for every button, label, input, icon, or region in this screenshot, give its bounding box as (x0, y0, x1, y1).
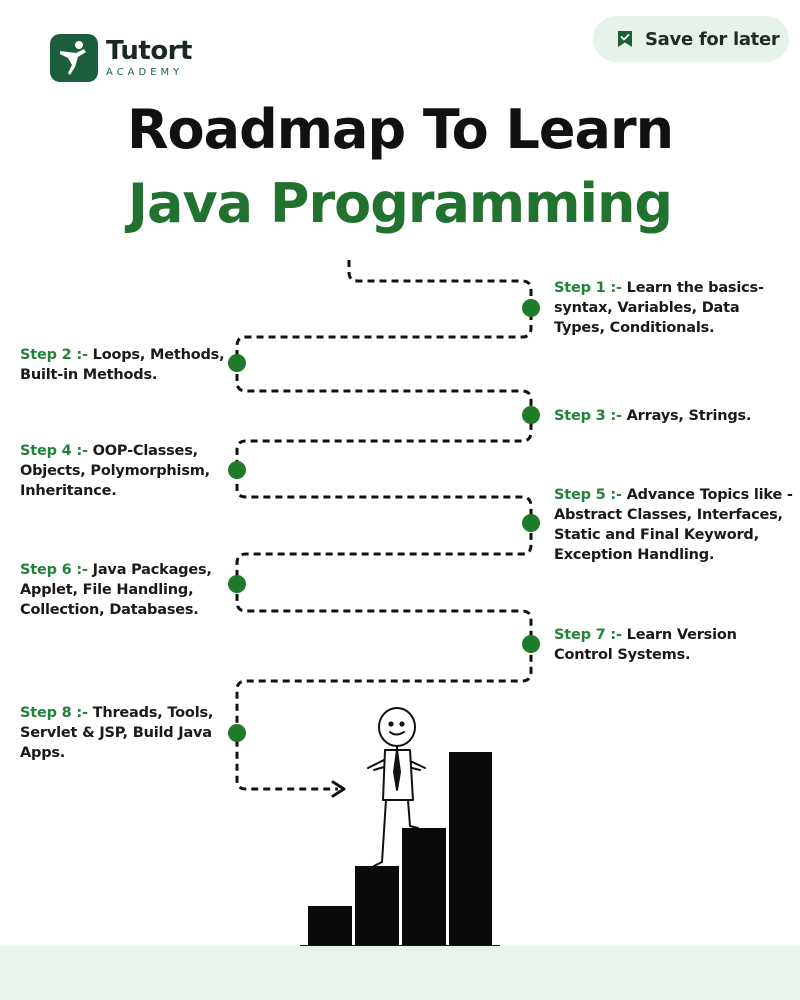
stick-figure-illustration (367, 707, 426, 867)
step-2: Step 2 :- Loops, Methods, Built-in Metho… (20, 345, 225, 385)
step-6-text: Java Packages, Applet, File Handling, Co… (20, 562, 212, 618)
step-1-label: Step 1 :- (554, 280, 622, 296)
step-3-label: Step 3 :- (554, 408, 622, 424)
step-1: Step 1 :- Learn the basics-syntax, Varia… (554, 278, 784, 338)
brand-logo: Tutort ACADEMY (50, 34, 192, 82)
bookmark-icon (618, 31, 632, 47)
step-3: Step 3 :- Arrays, Strings. (554, 406, 784, 426)
stair-bars (308, 752, 492, 946)
step-2-text: Loops, Methods, Built-in Methods. (20, 347, 225, 383)
step-4: Step 4 :- OOP-Classes, Objects, Polymorp… (20, 441, 228, 501)
step-2-dot (228, 354, 246, 372)
step-7-text: Learn Version Control Systems. (554, 627, 737, 663)
save-for-later-button[interactable]: Save for later (593, 16, 789, 62)
path-end-arrow-icon (331, 780, 346, 798)
step-5-text: Advance Topics like - Abstract Classes, … (554, 487, 793, 563)
step-6: Step 6 :- Java Packages, Applet, File Ha… (20, 560, 230, 620)
step-6-dot (228, 575, 246, 593)
step-8: Step 8 :- Threads, Tools, Servlet & JSP,… (20, 703, 225, 763)
step-markers (228, 299, 540, 742)
step-4-text: OOP-Classes, Objects, Polymorphism, Inhe… (20, 443, 210, 499)
step-8-dot (228, 724, 246, 742)
step-1-dot (522, 299, 540, 317)
save-for-later-label: Save for later (645, 28, 780, 50)
brand-tagline: ACADEMY (106, 67, 184, 78)
stair-bar-2 (355, 866, 399, 946)
brand-name: Tutort (106, 36, 192, 66)
step-1-text: Learn the basics-syntax, Variables, Data… (554, 280, 764, 336)
step-5-label: Step 5 :- (554, 487, 622, 503)
logo-mark-icon (50, 34, 98, 82)
step-3-text: Arrays, Strings. (626, 408, 752, 424)
roadmap-path (235, 260, 533, 791)
stair-bar-3 (402, 828, 446, 946)
footer-band (0, 946, 800, 1000)
step-5: Step 5 :- Advance Topics like - Abstract… (554, 485, 794, 565)
step-7: Step 7 :- Learn Version Control Systems. (554, 625, 754, 665)
step-4-dot (228, 461, 246, 479)
page-title-line1: Roadmap To Learn (126, 98, 674, 161)
stair-bar-4 (449, 752, 492, 946)
step-7-label: Step 7 :- (554, 627, 622, 643)
step-3-dot (522, 406, 540, 424)
step-4-label: Step 4 :- (20, 443, 88, 459)
page-title-line2: Java Programming (127, 172, 673, 235)
step-6-label: Step 6 :- (20, 562, 88, 578)
step-2-label: Step 2 :- (20, 347, 88, 363)
step-5-dot (522, 514, 540, 532)
stair-bar-1 (308, 906, 352, 946)
step-8-label: Step 8 :- (20, 705, 88, 721)
step-8-text: Threads, Tools, Servlet & JSP, Build Jav… (20, 705, 214, 761)
step-7-dot (522, 635, 540, 653)
